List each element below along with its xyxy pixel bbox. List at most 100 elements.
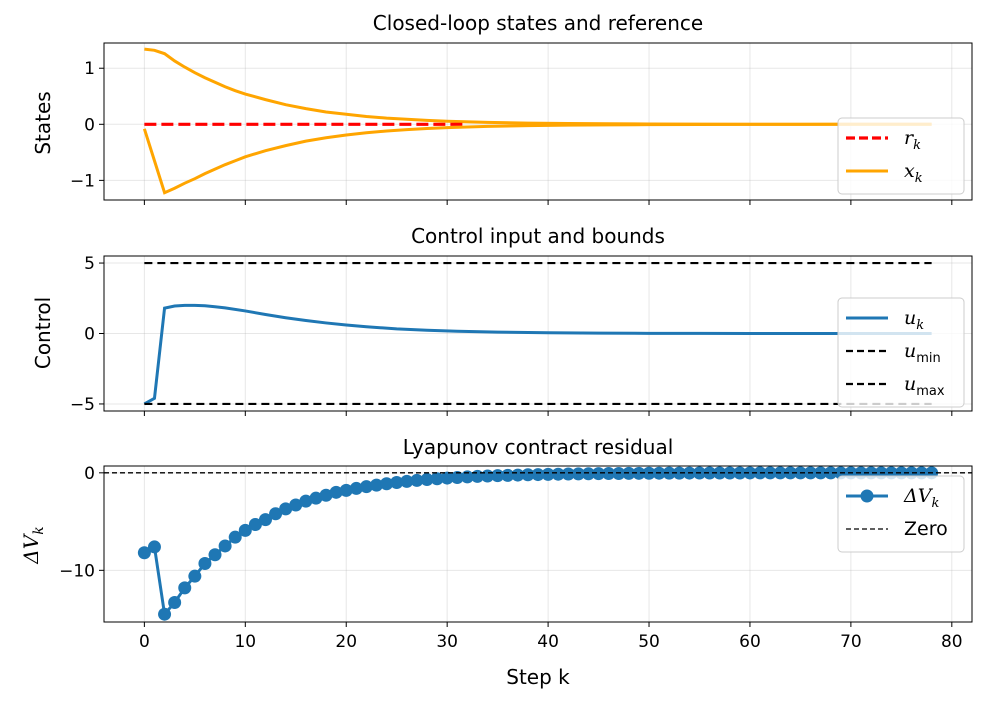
y-tick-label: 0: [84, 325, 95, 345]
legend-label-main: Zero: [904, 518, 948, 540]
legend-marker: [860, 489, 874, 503]
control-y-axis-label: Control: [31, 297, 55, 369]
residual-data-point: [824, 466, 838, 480]
state-series-line-x1: [144, 47, 932, 126]
residual-data-point: [460, 470, 474, 484]
residual-data-point: [309, 491, 323, 505]
residual-data-point: [592, 467, 606, 481]
states-plot-area: [142, 47, 932, 195]
residual-data-point: [783, 466, 797, 480]
control-series-line: [143, 303, 932, 406]
residual-data-point: [218, 539, 232, 553]
residual-data-point: [541, 467, 555, 481]
legend-box: [837, 117, 965, 195]
residual-data-point: [137, 546, 151, 560]
x-tick-label: 10: [234, 632, 256, 652]
legend-label-main: x: [904, 160, 915, 182]
residual-data-point: [672, 466, 686, 480]
residual-data-point: [147, 540, 161, 554]
x-tick-label: 30: [436, 632, 458, 652]
legend-label: uk: [904, 307, 924, 333]
legend-label-main: ΔV: [903, 485, 934, 507]
residual-plot-area: [104, 466, 972, 621]
residual-data-point: [713, 466, 727, 480]
legend-label-sub: k: [916, 318, 924, 333]
legend-label-main: u: [904, 373, 916, 395]
residual-data-point: [440, 471, 454, 485]
legend-label-main: u: [904, 340, 916, 362]
states-panel: Closed-loop states and reference States …: [31, 11, 973, 205]
y-tick-label: −10: [59, 561, 95, 581]
x-tick-label: 60: [739, 632, 761, 652]
residual-data-point: [188, 569, 202, 583]
control-panel-title: Control input and bounds: [411, 224, 665, 248]
legend-label-main: u: [904, 307, 916, 329]
residual-data-point: [339, 483, 353, 497]
residual-data-point: [258, 513, 272, 527]
control-panel: Control input and bounds Control 50−5 uk…: [31, 224, 973, 416]
residual-data-point: [238, 523, 252, 537]
residual-data-point: [511, 468, 525, 482]
residual-data-point: [390, 475, 404, 489]
y-tick-label: −5: [70, 395, 95, 415]
control-plot-area: [143, 261, 932, 406]
y-tick-label: 1: [84, 59, 95, 79]
residual-data-point: [319, 488, 333, 502]
residual-data-point: [208, 548, 222, 562]
residual-data-point: [198, 557, 212, 570]
residual-y-ticks: 0 −10: [59, 464, 953, 627]
residual-data-point: [571, 467, 585, 481]
residual-data-point: [299, 494, 313, 508]
residual-data-point: [329, 485, 343, 499]
residual-data-point: [662, 466, 676, 480]
residual-data-point: [289, 498, 303, 512]
legend-box: [837, 297, 965, 408]
x-tick-label: 50: [638, 632, 660, 652]
control-y-ticks: 5 0 −5: [70, 254, 953, 416]
residual-data-point: [228, 530, 242, 544]
legend-label-sub: k: [913, 138, 921, 153]
y-tick-label: 0: [84, 464, 95, 484]
residual-data-point: [703, 466, 717, 480]
residual-data-point: [168, 596, 182, 609]
state-series-line-x2: [142, 122, 932, 195]
residual-series-line: [143, 471, 932, 618]
x-tick-label: 80: [941, 632, 963, 652]
states-y-ticks: 10−1: [70, 59, 953, 205]
x-tick-label: 20: [335, 632, 357, 652]
states-panel-title: Closed-loop states and reference: [373, 11, 703, 35]
residual-data-point: [420, 473, 434, 487]
residual-y-axis-label-main: ΔV: [19, 532, 43, 564]
residual-panel-title: Lyapunov contract residual: [403, 435, 674, 459]
residual-data-point: [410, 473, 424, 487]
residual-data-point: [370, 478, 384, 492]
residual-y-axis-label-sub: k: [31, 526, 47, 534]
residual-y-axis-label: ΔVk: [19, 526, 47, 564]
legend-label: Zero: [904, 518, 948, 540]
residual-data-point: [349, 481, 363, 495]
legend-label-sub: min: [916, 351, 941, 366]
residual-data-point: [531, 468, 545, 482]
residual-data-point: [602, 467, 616, 481]
legend-box: [837, 475, 965, 553]
x-tick-label: 40: [537, 632, 559, 652]
x-tick-label: 0: [139, 632, 150, 652]
residual-data-point: [400, 474, 414, 488]
residual-data-point: [632, 466, 646, 480]
legend-label: xk: [904, 160, 923, 186]
legend-label: umax: [904, 373, 945, 399]
legend-label-main: r: [904, 127, 915, 149]
legend-label-sub: k: [915, 171, 923, 186]
residual-data-point: [521, 468, 535, 482]
legend-label-sub: k: [931, 496, 939, 511]
residual-data-point: [248, 518, 262, 531]
y-tick-label: 5: [84, 254, 95, 274]
residual-data-point: [279, 502, 293, 516]
y-tick-label: −1: [70, 171, 95, 191]
residual-data-point: [158, 607, 172, 621]
